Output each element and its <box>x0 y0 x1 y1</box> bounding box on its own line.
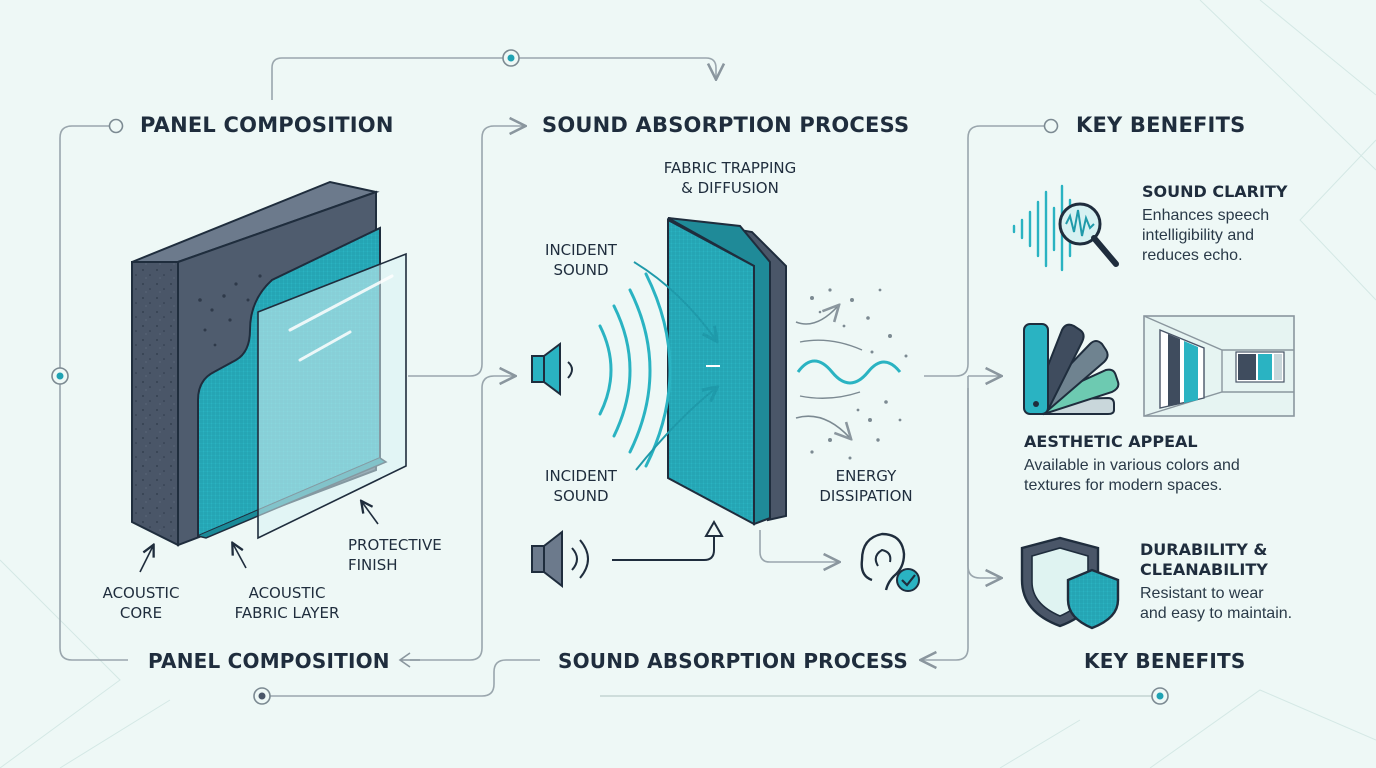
protective-film <box>257 252 407 540</box>
panel-composition-heading: PANEL COMPOSITION <box>140 113 394 137</box>
sound-absorption-illustration <box>531 217 920 592</box>
speaker-icon <box>531 342 573 396</box>
benefit-durability: DURABILITY &CLEANABILITY Resistant to we… <box>1140 540 1293 622</box>
color-swatch-icon <box>1023 323 1120 416</box>
speaker-icon <box>531 529 589 589</box>
energy-dissipation <box>795 288 908 460</box>
interior-room-icon <box>1143 315 1295 417</box>
magnifier-icon <box>1058 202 1119 267</box>
incident-waves <box>598 272 672 468</box>
arrow-left-bottom <box>398 652 420 668</box>
flow-connectors <box>59 57 1048 697</box>
acoustic-panel-illustration <box>131 180 407 573</box>
key-benefits-heading: KEY BENEFITS <box>1076 113 1246 137</box>
panel-composition-footer: PANEL COMPOSITION <box>148 649 390 673</box>
connector-nodes <box>51 49 1169 705</box>
sound-absorption-footer: SOUND ABSORPTION PROCESS <box>558 649 909 673</box>
key-benefits-footer: KEY BENEFITS <box>1084 649 1246 673</box>
core-front <box>131 261 179 547</box>
fabric-trapping-label: FABRIC TRAPPING& DIFFUSION <box>663 159 797 197</box>
benefit-aesthetic-appeal: AESTHETIC APPEAL Available in various co… <box>1024 432 1240 494</box>
sound-absorption-heading: SOUND ABSORPTION PROCESS <box>542 113 910 137</box>
shield-icon <box>1020 536 1120 630</box>
ear-icon <box>860 532 906 591</box>
check-icon <box>896 568 920 592</box>
fabric-panel <box>667 218 755 526</box>
